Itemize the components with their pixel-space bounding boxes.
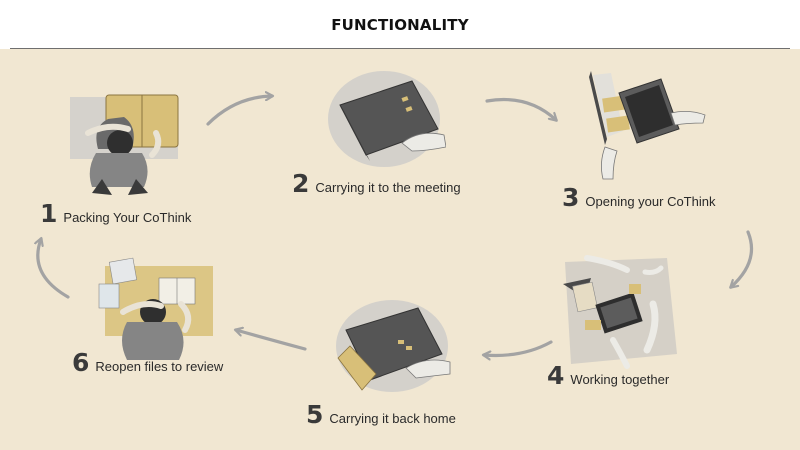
arrow-4-to-5	[484, 340, 553, 355]
cycle-arrows	[0, 49, 754, 450]
reviewing-illustration	[98, 257, 213, 360]
step-4: 4 Working together	[547, 363, 669, 388]
carrying-home-illustration	[336, 300, 451, 392]
step-number: 1	[40, 199, 58, 228]
step-number: 4	[547, 361, 565, 390]
header-divider	[10, 48, 790, 49]
step-number: 6	[72, 348, 90, 377]
step-2: 2 Carrying it to the meeting	[292, 171, 461, 196]
packing-illustration	[70, 94, 179, 195]
arrow-3-to-4	[731, 230, 754, 287]
step-5: 5 Carrying it back home	[306, 402, 456, 427]
process-cycle: 1 Packing Your CoThink 2 Carrying it to …	[0, 49, 800, 450]
step-1: 1 Packing Your CoThink	[40, 201, 191, 226]
step-number: 5	[306, 400, 324, 429]
step-label: Packing Your CoThink	[63, 210, 192, 225]
slide-title: FUNCTIONALITY	[331, 16, 469, 34]
carrying-illustration	[328, 71, 446, 167]
step-number: 3	[562, 183, 580, 212]
arrow-2-to-3	[485, 97, 556, 120]
arrow-6-to-1	[38, 239, 70, 299]
step-label: Opening your CoThink	[585, 194, 716, 209]
step-3: 3 Opening your CoThink	[562, 185, 715, 210]
opening-illustration	[589, 71, 706, 180]
step-6: 6 Reopen files to review	[72, 350, 223, 375]
step-label: Carrying it back home	[329, 411, 456, 426]
slide-header: FUNCTIONALITY	[0, 0, 800, 48]
step-number: 2	[292, 169, 310, 198]
arrow-1-to-2	[206, 96, 272, 126]
step-label: Working together	[570, 372, 670, 387]
arrow-5-to-6	[236, 330, 307, 351]
step-label: Carrying it to the meeting	[315, 180, 461, 195]
step-label: Reopen files to review	[95, 359, 224, 374]
working-illustration	[563, 255, 677, 369]
